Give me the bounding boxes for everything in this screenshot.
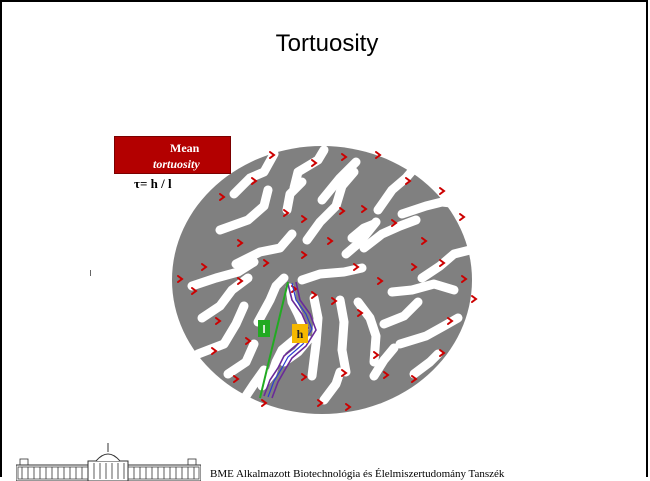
mean-tortuosity-box: Mean tortuosity [114, 136, 231, 174]
mean-label: Mean [170, 141, 199, 156]
university-building-logo [16, 443, 201, 481]
footer-department: BME Alkalmazott Biotechnológia és Élelmi… [210, 468, 504, 480]
h-label: h [297, 327, 304, 341]
l-label: l [262, 324, 265, 336]
tortuosity-label: tortuosity [153, 157, 200, 172]
tortuosity-formula: τ= h / l [134, 176, 172, 192]
stray-tick [90, 270, 91, 276]
